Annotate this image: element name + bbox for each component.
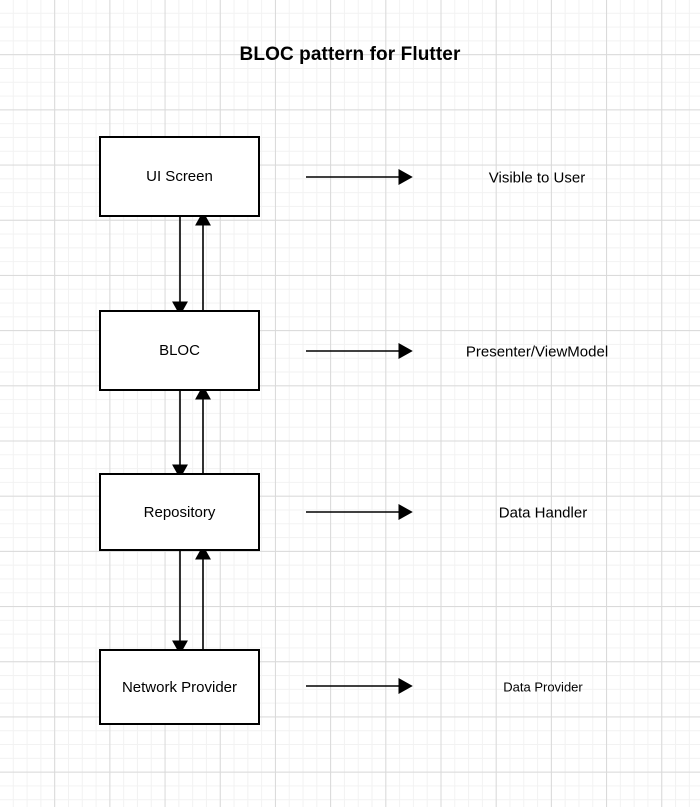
vertical-connectors (172, 211, 211, 655)
annotation-label-presenter-viewmodel: Presenter/ViewModel (465, 343, 609, 361)
node-label-bloc: BLOC (159, 342, 200, 359)
node-repository[interactable]: Repository (99, 473, 260, 551)
node-label-ui-screen: UI Screen (146, 168, 213, 185)
annotation-label-data-provider: Data Provider (503, 679, 583, 695)
node-bloc[interactable]: BLOC (99, 310, 260, 391)
diagram-title: BLOC pattern for Flutter (239, 44, 461, 65)
node-label-network-provider: Network Provider (121, 678, 238, 696)
annotation-label-data-handler: Data Handler (498, 504, 588, 522)
node-label-repository: Repository (143, 503, 216, 521)
node-network-provider[interactable]: Network Provider (99, 649, 260, 725)
annotation-label-visible-to-user: Visible to User (488, 169, 586, 187)
annotation-connectors (306, 169, 413, 694)
node-ui-screen[interactable]: UI Screen (99, 136, 260, 217)
